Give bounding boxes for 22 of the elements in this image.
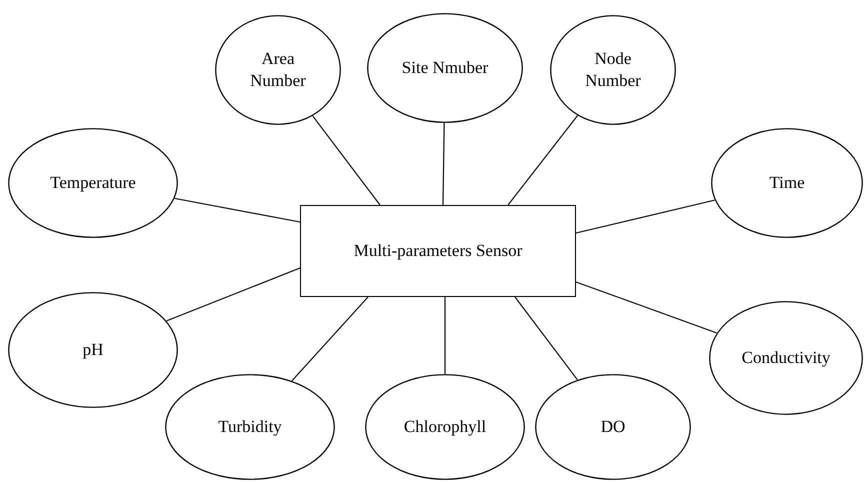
sensor-box	[300, 205, 576, 297]
node-label: pH	[82, 338, 104, 361]
node-label: DO	[600, 416, 626, 438]
connector-line	[442, 122, 445, 205]
connector-line	[174, 198, 300, 223]
node-label: Conductivity	[742, 346, 830, 369]
connector-line	[508, 115, 578, 206]
node-label: Site Nmuber	[402, 56, 488, 79]
connector-line	[166, 267, 300, 322]
node-label: Node Number	[584, 48, 642, 92]
connector-line	[576, 281, 718, 334]
connector-line	[576, 200, 715, 234]
node-label: Time	[769, 172, 805, 194]
node-label: Temperature	[50, 172, 136, 194]
node-label: Chlorophyll	[404, 416, 486, 438]
connector-line	[291, 296, 368, 382]
connector-line	[444, 297, 446, 374]
connector-line	[312, 116, 380, 206]
node-label: Area Number	[249, 48, 307, 92]
connector-line	[514, 296, 578, 380]
node-label: Turbidity	[218, 416, 282, 438]
node-label: Multi-parameters Sensor	[354, 240, 522, 262]
